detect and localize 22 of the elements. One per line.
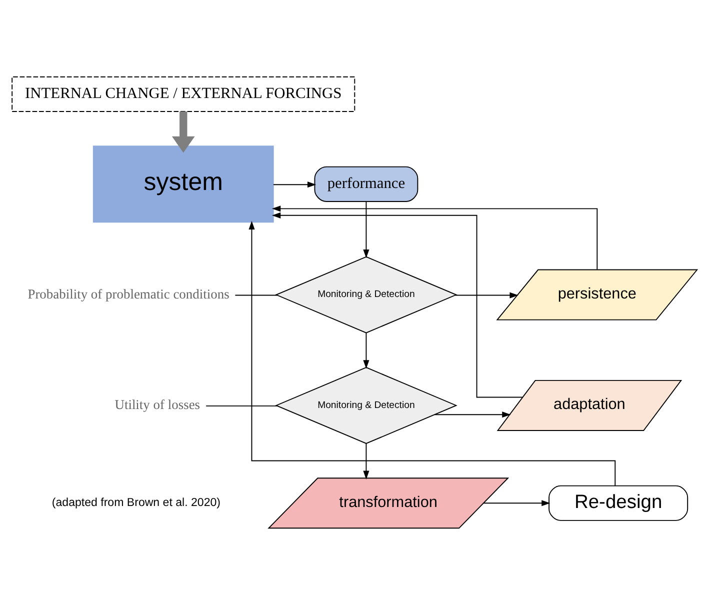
arrow [363, 332, 370, 369]
arrow [483, 500, 550, 506]
node-text: Probability of problematic conditions [28, 286, 230, 302]
arrow [272, 206, 598, 270]
node-box: Re-design [548, 485, 688, 521]
arrow [272, 212, 524, 398]
node-box: INTERNAL CHANGE / EXTERNAL FORCINGS [12, 76, 356, 112]
node-box: system [92, 146, 274, 223]
arrow [272, 182, 316, 188]
node-diamond: Monitoring & Detection [275, 366, 458, 444]
label: (adapted from Brown et al. 2020) [52, 497, 221, 510]
connector [206, 405, 278, 406]
arrow [363, 443, 370, 480]
arrow [248, 220, 616, 486]
arrow [363, 201, 370, 258]
connector [234, 294, 278, 296]
node-diamond: Monitoring & Detection [275, 256, 458, 334]
node-text: Utility of losses [114, 397, 200, 412]
node-box: performance [314, 166, 418, 202]
arrow [434, 412, 511, 418]
arrow [454, 292, 518, 298]
arrow [172, 112, 195, 153]
